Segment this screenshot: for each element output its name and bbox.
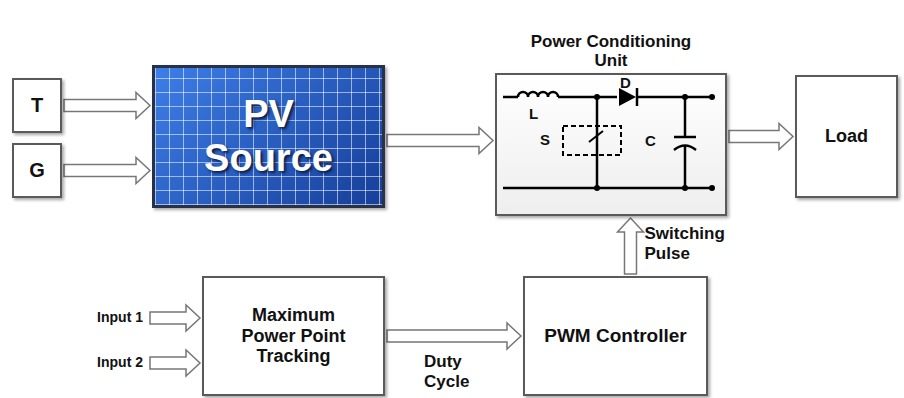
component-label: S <box>540 131 550 148</box>
process-box: PWM Controller <box>523 276 708 396</box>
block-arrow <box>64 93 150 119</box>
converter-box: Power Conditioning Unit <box>495 73 727 216</box>
node-label: PWM Controller <box>544 325 687 347</box>
input-box: G <box>12 143 62 198</box>
signal-name: Input 1 <box>97 309 143 325</box>
block-arrow <box>618 218 644 274</box>
arrow-body <box>387 323 521 349</box>
block-arrow <box>64 158 150 184</box>
component-label: D <box>620 74 631 91</box>
arrow-body <box>729 124 793 150</box>
input-arrow <box>150 350 200 376</box>
pv-panel: PV Source <box>152 65 385 208</box>
node-label: T <box>31 94 43 117</box>
node-label: PV Source <box>194 93 344 180</box>
arrow-body <box>64 93 150 119</box>
edge-label: Switching Pulse <box>645 224 745 263</box>
component-label: L <box>529 105 538 122</box>
arrow-body <box>64 158 150 184</box>
component-label: C <box>645 132 656 149</box>
process-box: Maximum Power Point Tracking <box>202 276 385 396</box>
input-box: T <box>12 78 62 133</box>
block-arrow <box>387 323 521 349</box>
node-label: Maximum Power Point Tracking <box>231 305 356 367</box>
block-arrow <box>387 128 493 154</box>
load-box: Load <box>795 75 898 198</box>
signal-name: Input 2 <box>97 354 143 370</box>
input-arrow <box>150 305 200 331</box>
unit-heading: Power Conditioning Unit <box>521 32 701 71</box>
arrow-body <box>387 128 493 154</box>
edge-label: Duty Cycle <box>424 352 484 391</box>
node-label: G <box>29 159 45 182</box>
block-arrow <box>729 124 793 150</box>
arrow-body <box>618 218 644 274</box>
node-label: Load <box>825 126 868 147</box>
